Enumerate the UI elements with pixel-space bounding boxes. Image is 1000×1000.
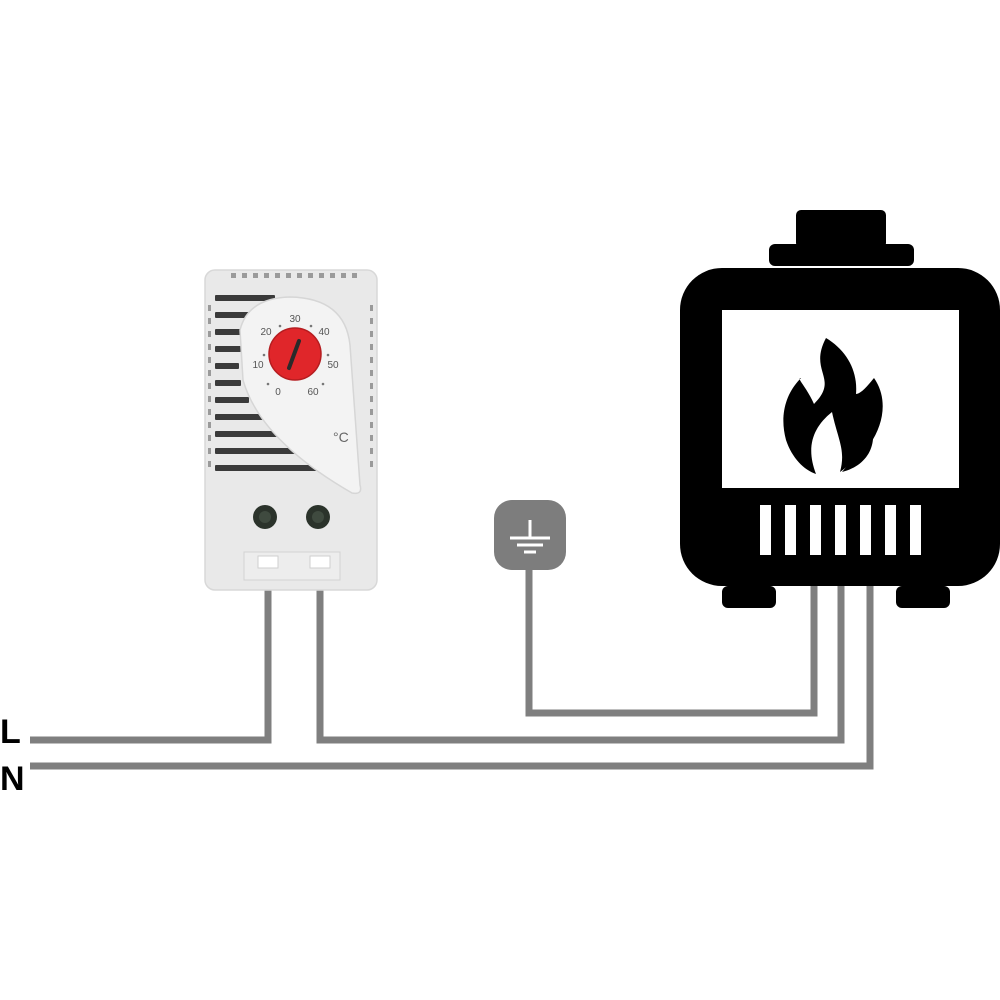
scale-30: 30 — [289, 314, 301, 325]
live-label: L — [0, 713, 21, 751]
dial-pointer — [287, 339, 301, 370]
neutral-wire — [30, 585, 874, 770]
flame-icon — [783, 338, 883, 474]
live-wire — [30, 565, 272, 744]
scale-50: 50 — [327, 360, 339, 371]
scale-dots — [262, 324, 330, 386]
unit-label: °C — [333, 429, 349, 445]
left-side-vents — [208, 305, 211, 467]
dial-scale: 0 10 20 30 40 50 60 — [252, 314, 339, 398]
heater — [680, 210, 1000, 608]
thermostat: 0 10 20 30 40 50 60 °C — [204, 269, 378, 591]
scale-0: 0 — [275, 387, 281, 398]
scale-20: 20 — [260, 327, 272, 338]
terminal-screws — [253, 505, 330, 529]
scale-10: 10 — [252, 360, 264, 371]
heater-top-collar — [769, 244, 914, 266]
ground-symbol — [494, 500, 566, 570]
neutral-label: N — [0, 760, 25, 798]
top-vents — [231, 273, 357, 278]
switched-live-wire — [316, 565, 845, 744]
heater-foot-right — [896, 586, 950, 608]
heater-foot-left — [722, 586, 776, 608]
temperature-dial[interactable] — [268, 327, 322, 381]
scale-60: 60 — [307, 387, 319, 398]
right-side-vents — [370, 305, 373, 467]
earth-wire — [525, 565, 818, 717]
wires — [30, 565, 874, 770]
heater-grill — [760, 505, 921, 555]
scale-40: 40 — [318, 327, 330, 338]
heater-top-cap — [796, 210, 886, 248]
ground-icon — [510, 520, 550, 554]
